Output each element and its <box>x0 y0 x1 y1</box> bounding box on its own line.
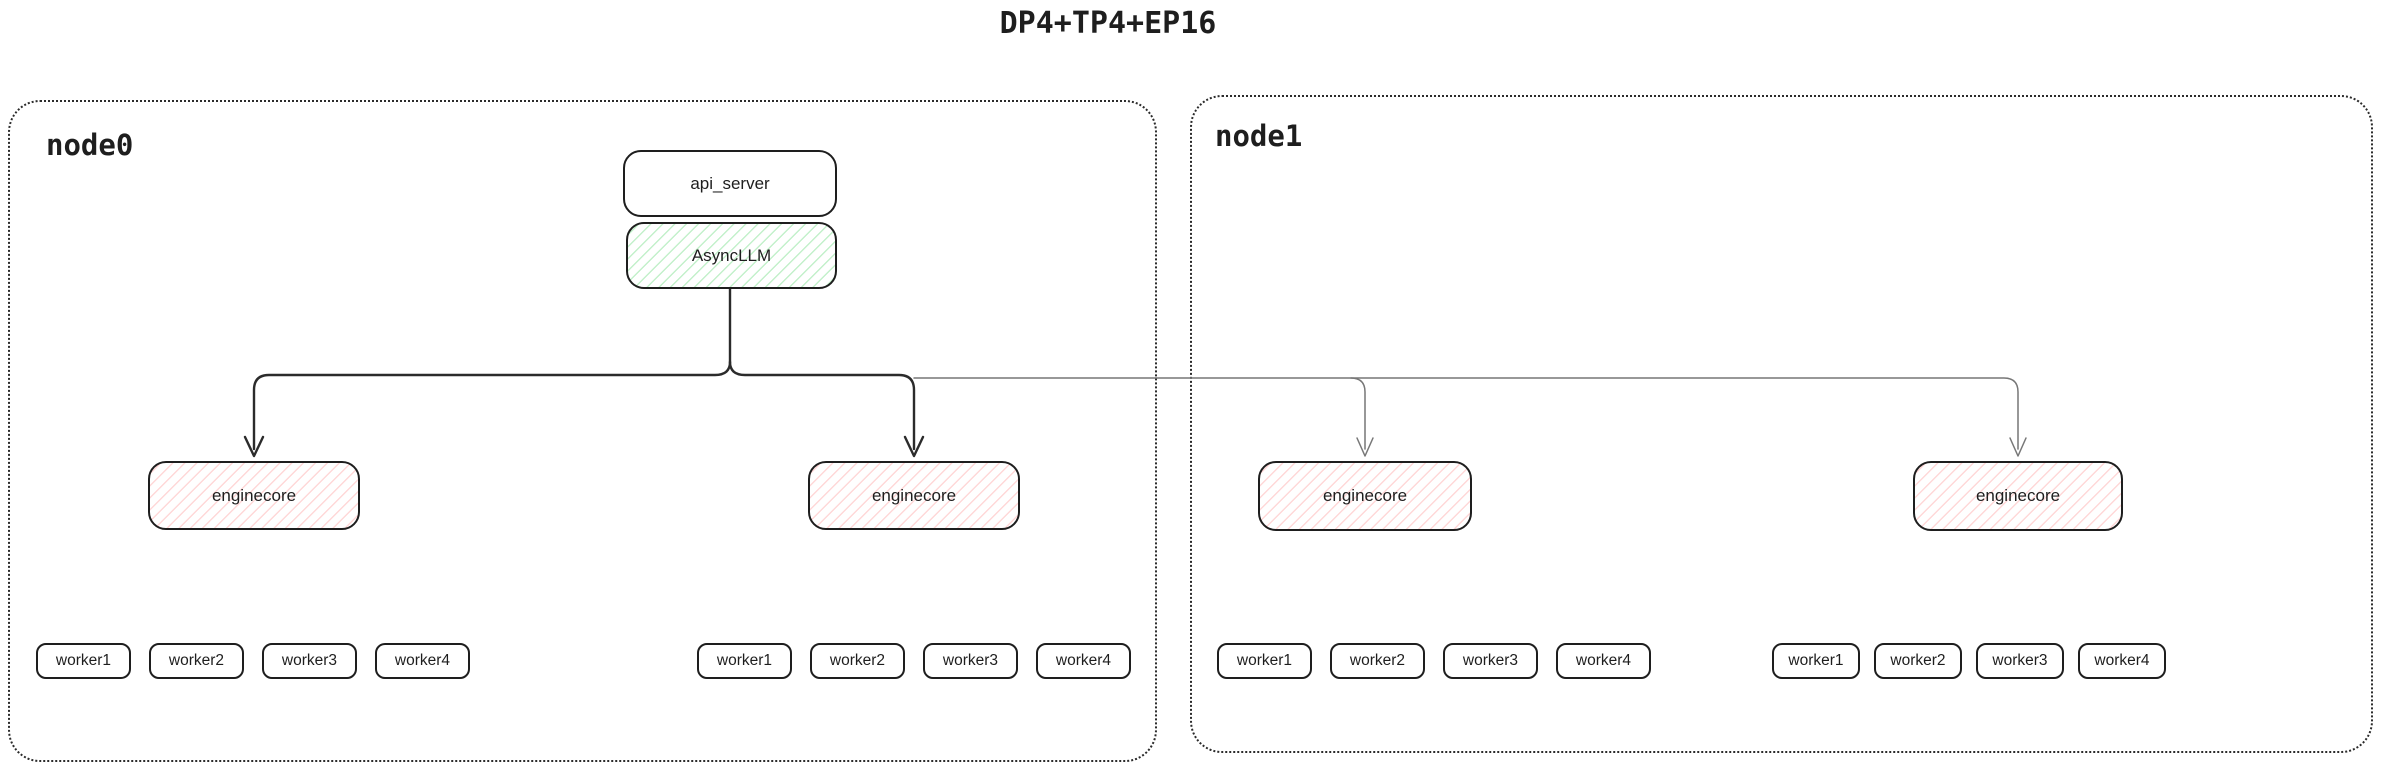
worker-label: worker2 <box>1890 652 1946 669</box>
node1-worker-group-2: worker1 worker2 worker3 worker4 <box>1772 643 2166 679</box>
worker-label: worker3 <box>1462 652 1519 669</box>
worker-box: worker1 <box>697 643 792 679</box>
enginecore-label: enginecore <box>211 485 297 505</box>
worker-label: worker4 <box>1575 652 1632 669</box>
worker-box: worker4 <box>2078 643 2166 679</box>
worker-box: worker1 <box>36 643 131 679</box>
worker-label: worker1 <box>1236 652 1293 669</box>
worker-label: worker3 <box>942 652 999 669</box>
worker-label: worker1 <box>1788 652 1844 669</box>
worker-label: worker2 <box>168 652 225 669</box>
worker-label: worker4 <box>2094 652 2150 669</box>
worker-label: worker4 <box>394 652 451 669</box>
worker-box: worker2 <box>1330 643 1425 679</box>
worker-label: worker3 <box>1992 652 2048 669</box>
worker-label: worker1 <box>55 652 112 669</box>
node0-worker-group-1: worker1 worker2 worker3 worker4 <box>36 643 470 679</box>
worker-box: worker3 <box>262 643 357 679</box>
node0-enginecore-1-box: enginecore <box>148 461 360 530</box>
worker-box: worker2 <box>149 643 244 679</box>
asyncllm-label: AsyncLLM <box>691 245 772 265</box>
worker-label: worker1 <box>716 652 773 669</box>
api-server-label: api_server <box>690 173 770 193</box>
node1-worker-group-1: worker1 worker2 worker3 worker4 <box>1217 643 1651 679</box>
worker-box: worker4 <box>1556 643 1651 679</box>
node0-enginecore-2-box: enginecore <box>808 461 1020 530</box>
worker-box: worker4 <box>375 643 470 679</box>
worker-box: worker2 <box>810 643 905 679</box>
asyncllm-box: AsyncLLM <box>626 222 837 289</box>
worker-box: worker3 <box>1976 643 2064 679</box>
enginecore-label: enginecore <box>1975 486 2061 505</box>
worker-box: worker2 <box>1874 643 1962 679</box>
worker-label: worker4 <box>1055 652 1112 669</box>
enginecore-label: enginecore <box>1322 486 1408 505</box>
node0-worker-group-2: worker1 worker2 worker3 worker4 <box>697 643 1131 679</box>
worker-label: worker3 <box>281 652 338 669</box>
worker-box: worker3 <box>923 643 1018 679</box>
node0-label: node0 <box>46 128 134 162</box>
worker-box: worker1 <box>1217 643 1312 679</box>
node1-enginecore-1-box: enginecore <box>1258 461 1472 531</box>
worker-box: worker1 <box>1772 643 1860 679</box>
diagram-title: DP4+TP4+EP16 <box>999 6 1217 41</box>
enginecore-label: enginecore <box>871 485 957 505</box>
api-server-box: api_server <box>623 150 837 217</box>
worker-box: worker3 <box>1443 643 1538 679</box>
worker-box: worker4 <box>1036 643 1131 679</box>
worker-label: worker2 <box>829 652 886 669</box>
node1-label: node1 <box>1215 119 1303 153</box>
node1-enginecore-2-box: enginecore <box>1913 461 2123 531</box>
worker-label: worker2 <box>1349 652 1406 669</box>
